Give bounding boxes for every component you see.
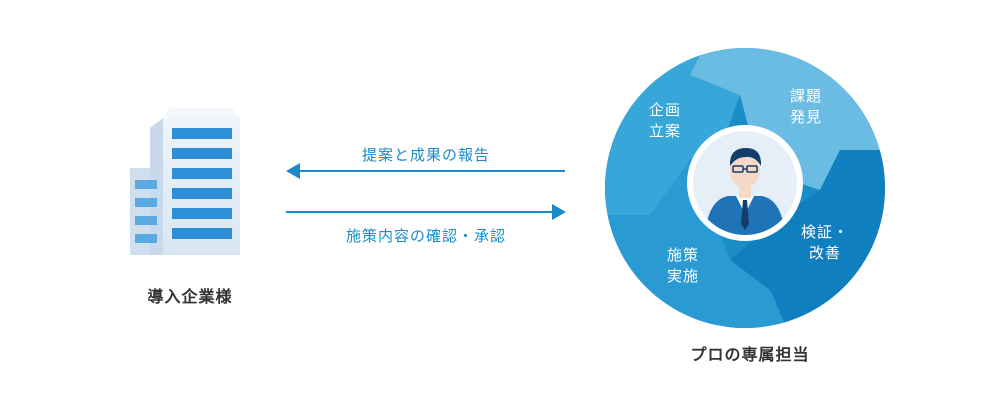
segment-issue-line2: 発見	[789, 108, 822, 126]
segment-issue-discovery: 課題 発見	[771, 86, 841, 128]
segment-verify-line1: 検証・	[800, 223, 849, 241]
segment-execution: 施策 実施	[648, 245, 718, 287]
building-icon	[130, 108, 240, 255]
company-label: 導入企業様	[147, 287, 233, 306]
segment-planning: 企画 立案	[630, 100, 700, 142]
pro-label: プロの専属担当	[690, 345, 810, 364]
segment-execution-line1: 施策	[666, 246, 699, 264]
segment-planning-line1: 企画	[648, 101, 681, 119]
confirm-arrow-label: 施策内容の確認・承認	[345, 227, 506, 245]
report-arrow-label: 提案と成果の報告	[361, 146, 490, 164]
segment-verify-line2: 改善	[808, 244, 841, 262]
segment-execution-line2: 実施	[666, 267, 699, 285]
arrow-left-icon	[286, 163, 565, 179]
businessman-icon	[687, 125, 803, 241]
arrow-right-icon	[286, 204, 566, 220]
segment-issue-line1: 課題	[789, 87, 822, 105]
segment-planning-line2: 立案	[648, 122, 681, 140]
segment-verify-improve: 検証・ 改善	[790, 222, 860, 264]
